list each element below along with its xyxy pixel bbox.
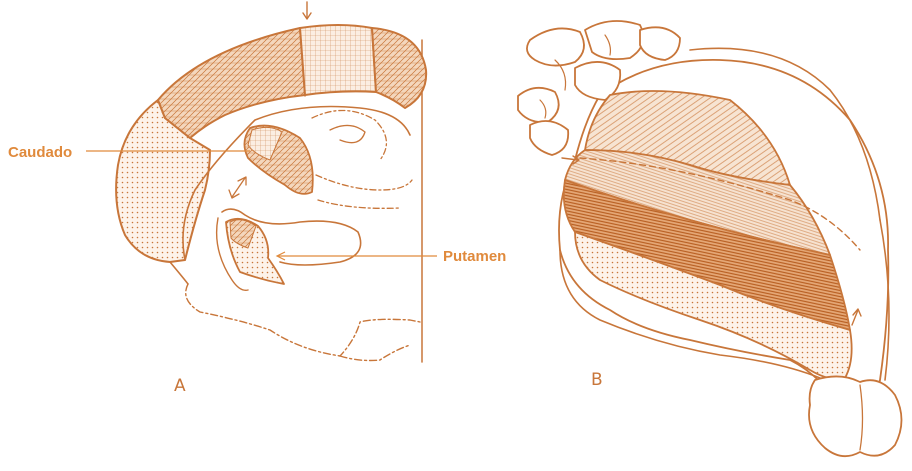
internal-capsule-line <box>316 175 412 190</box>
putamen-label: Putamen <box>443 248 506 265</box>
gyrus-6 <box>530 121 568 155</box>
brainstem <box>809 376 902 456</box>
panel-b-label: B <box>591 370 603 390</box>
internal-capsule-line-2 <box>318 200 400 208</box>
lower-outline <box>186 284 420 356</box>
panel-b-lateral-view <box>518 21 902 456</box>
panel-a-label: A <box>174 376 186 396</box>
cortex-medial-grid <box>300 25 376 95</box>
gyrus-5 <box>518 88 559 122</box>
temporal-outline <box>170 262 188 284</box>
ventricle-curve-2 <box>330 125 365 142</box>
ventricle-curve-1 <box>312 110 386 160</box>
lower-outline-2 <box>340 345 410 361</box>
cortex-medial-hatched <box>372 28 426 108</box>
caudado-label: Caudado <box>8 144 72 161</box>
gyrus-2 <box>585 21 643 59</box>
gyrus-3 <box>640 27 680 60</box>
putamen-annotation: Putamen <box>277 248 506 265</box>
panel-a-coronal-section <box>116 2 426 362</box>
cortex-dorsal-hatched <box>158 28 305 138</box>
